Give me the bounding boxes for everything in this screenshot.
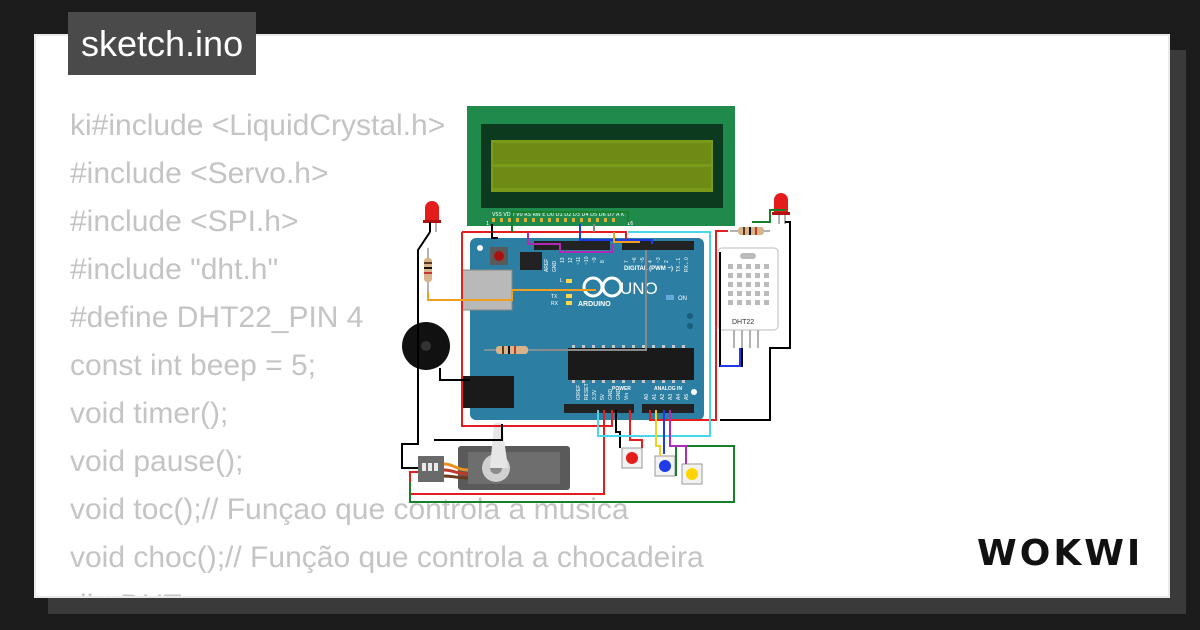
board-brand: ARDUINO bbox=[578, 301, 611, 308]
pin-label: ~5 bbox=[640, 257, 646, 263]
pin-label: ~11 bbox=[576, 257, 582, 265]
pin-label: 7 bbox=[624, 260, 630, 263]
push-button-blue[interactable] bbox=[654, 455, 676, 477]
pin-label: GND bbox=[616, 389, 622, 401]
pin-label: 13 bbox=[560, 257, 566, 263]
pin-label: RX←0 bbox=[684, 257, 690, 272]
pin-label: ~9 bbox=[592, 257, 598, 263]
pin-label: TX→1 bbox=[676, 258, 682, 272]
pin-label: IOREF bbox=[576, 385, 582, 400]
code-line: #include <SPI.h> bbox=[70, 205, 299, 238]
arduino-uno-board[interactable]: UNO ARDUINO DIGITAL (PWM ~) ON L TX RX A… bbox=[461, 238, 704, 420]
microcontroller-chip bbox=[568, 348, 694, 380]
usb-connector bbox=[461, 269, 513, 311]
code-line: void choc();// Função que controla a cho… bbox=[70, 541, 704, 574]
code-line: void pause(); bbox=[70, 445, 244, 478]
pin-label: ~3 bbox=[656, 257, 662, 263]
led-red-left[interactable] bbox=[423, 201, 441, 232]
power-label: POWER bbox=[612, 386, 631, 392]
pin-label: ~6 bbox=[632, 257, 638, 263]
pin-label: 5V bbox=[600, 393, 606, 400]
led-red-right[interactable] bbox=[772, 193, 790, 224]
lcd-display[interactable]: VSS VDD V0 RS RW E D0 D1 D2 D3 D4 D5 D6 … bbox=[467, 106, 735, 227]
sensor-label: DHT22 bbox=[732, 319, 754, 326]
code-line: void timer(); bbox=[70, 397, 229, 430]
pin-label: RESET bbox=[584, 383, 590, 400]
push-button-red[interactable] bbox=[621, 447, 643, 469]
pin-label: A1 bbox=[652, 394, 658, 400]
pin-label: 4 bbox=[648, 260, 654, 263]
push-button-yellow[interactable] bbox=[681, 463, 703, 485]
pin-label: A4 bbox=[676, 394, 682, 400]
board-model: UNO bbox=[620, 279, 658, 298]
pin-label: A2 bbox=[660, 394, 666, 400]
pin-label: GND bbox=[608, 389, 614, 401]
resistor-left[interactable] bbox=[424, 248, 432, 292]
code-line: dht DHT; bbox=[70, 582, 704, 596]
code-line: #define DHT22_PIN 4 bbox=[70, 301, 364, 334]
tx-label: TX bbox=[551, 294, 558, 300]
code-line: const int beep = 5; bbox=[70, 349, 317, 382]
pin-label: A0 bbox=[644, 394, 650, 400]
svg-text:WOKWI: WOKWI bbox=[977, 533, 1143, 574]
code-line: void toc();// Funçao que controla a musi… bbox=[70, 493, 629, 526]
piezo-buzzer[interactable] bbox=[402, 322, 450, 370]
lcd-pin-first: 1 bbox=[486, 221, 489, 227]
wires bbox=[401, 209, 791, 503]
arduino-infinity-logo bbox=[582, 276, 623, 298]
code-line: #include <Servo.h> bbox=[70, 157, 329, 190]
pin-label: 2 bbox=[664, 260, 670, 263]
lcd-pin-last: 16 bbox=[627, 221, 633, 227]
on-label: ON bbox=[678, 296, 687, 302]
dht22-sensor[interactable]: DHT22 bbox=[717, 247, 779, 348]
resistor-middle[interactable] bbox=[484, 346, 540, 354]
file-name-badge: sketch.ino bbox=[68, 12, 257, 75]
wokwi-logo: WOKWI bbox=[977, 533, 1143, 574]
code-line: ki#include <LiquidCrystal.h> bbox=[70, 109, 446, 142]
digital-label: DIGITAL (PWM ~) bbox=[624, 266, 673, 272]
rx-label: RX bbox=[551, 301, 559, 307]
pin-label: AREF bbox=[544, 259, 550, 272]
pin-label: 12 bbox=[568, 257, 574, 263]
resistor-right[interactable] bbox=[730, 227, 770, 235]
pin-label: 8 bbox=[600, 260, 606, 263]
l-label: L bbox=[560, 278, 563, 284]
pin-label: ~10 bbox=[584, 256, 590, 265]
pin-label: Vin bbox=[624, 393, 630, 400]
pin-label: GND bbox=[552, 261, 558, 273]
analog-label: ANALOG IN bbox=[654, 386, 682, 392]
power-jack bbox=[462, 376, 514, 408]
pin-label: A5 bbox=[684, 394, 690, 400]
servo-motor[interactable] bbox=[418, 422, 570, 490]
circuit-diagram: VSS VDD V0 RS RW E D0 D1 D2 D3 D4 D5 D6 … bbox=[401, 106, 791, 503]
lcd-pin-labels: VSS VDD V0 RS RW E D0 D1 D2 D3 D4 D5 D6 … bbox=[492, 212, 625, 218]
code-preview: ki#include <LiquidCrystal.h> #include <Se… bbox=[70, 102, 704, 596]
code-line: #include "dht.h" bbox=[70, 253, 279, 286]
pin-label: 3.3V bbox=[592, 389, 598, 400]
pin-label: A3 bbox=[668, 394, 674, 400]
